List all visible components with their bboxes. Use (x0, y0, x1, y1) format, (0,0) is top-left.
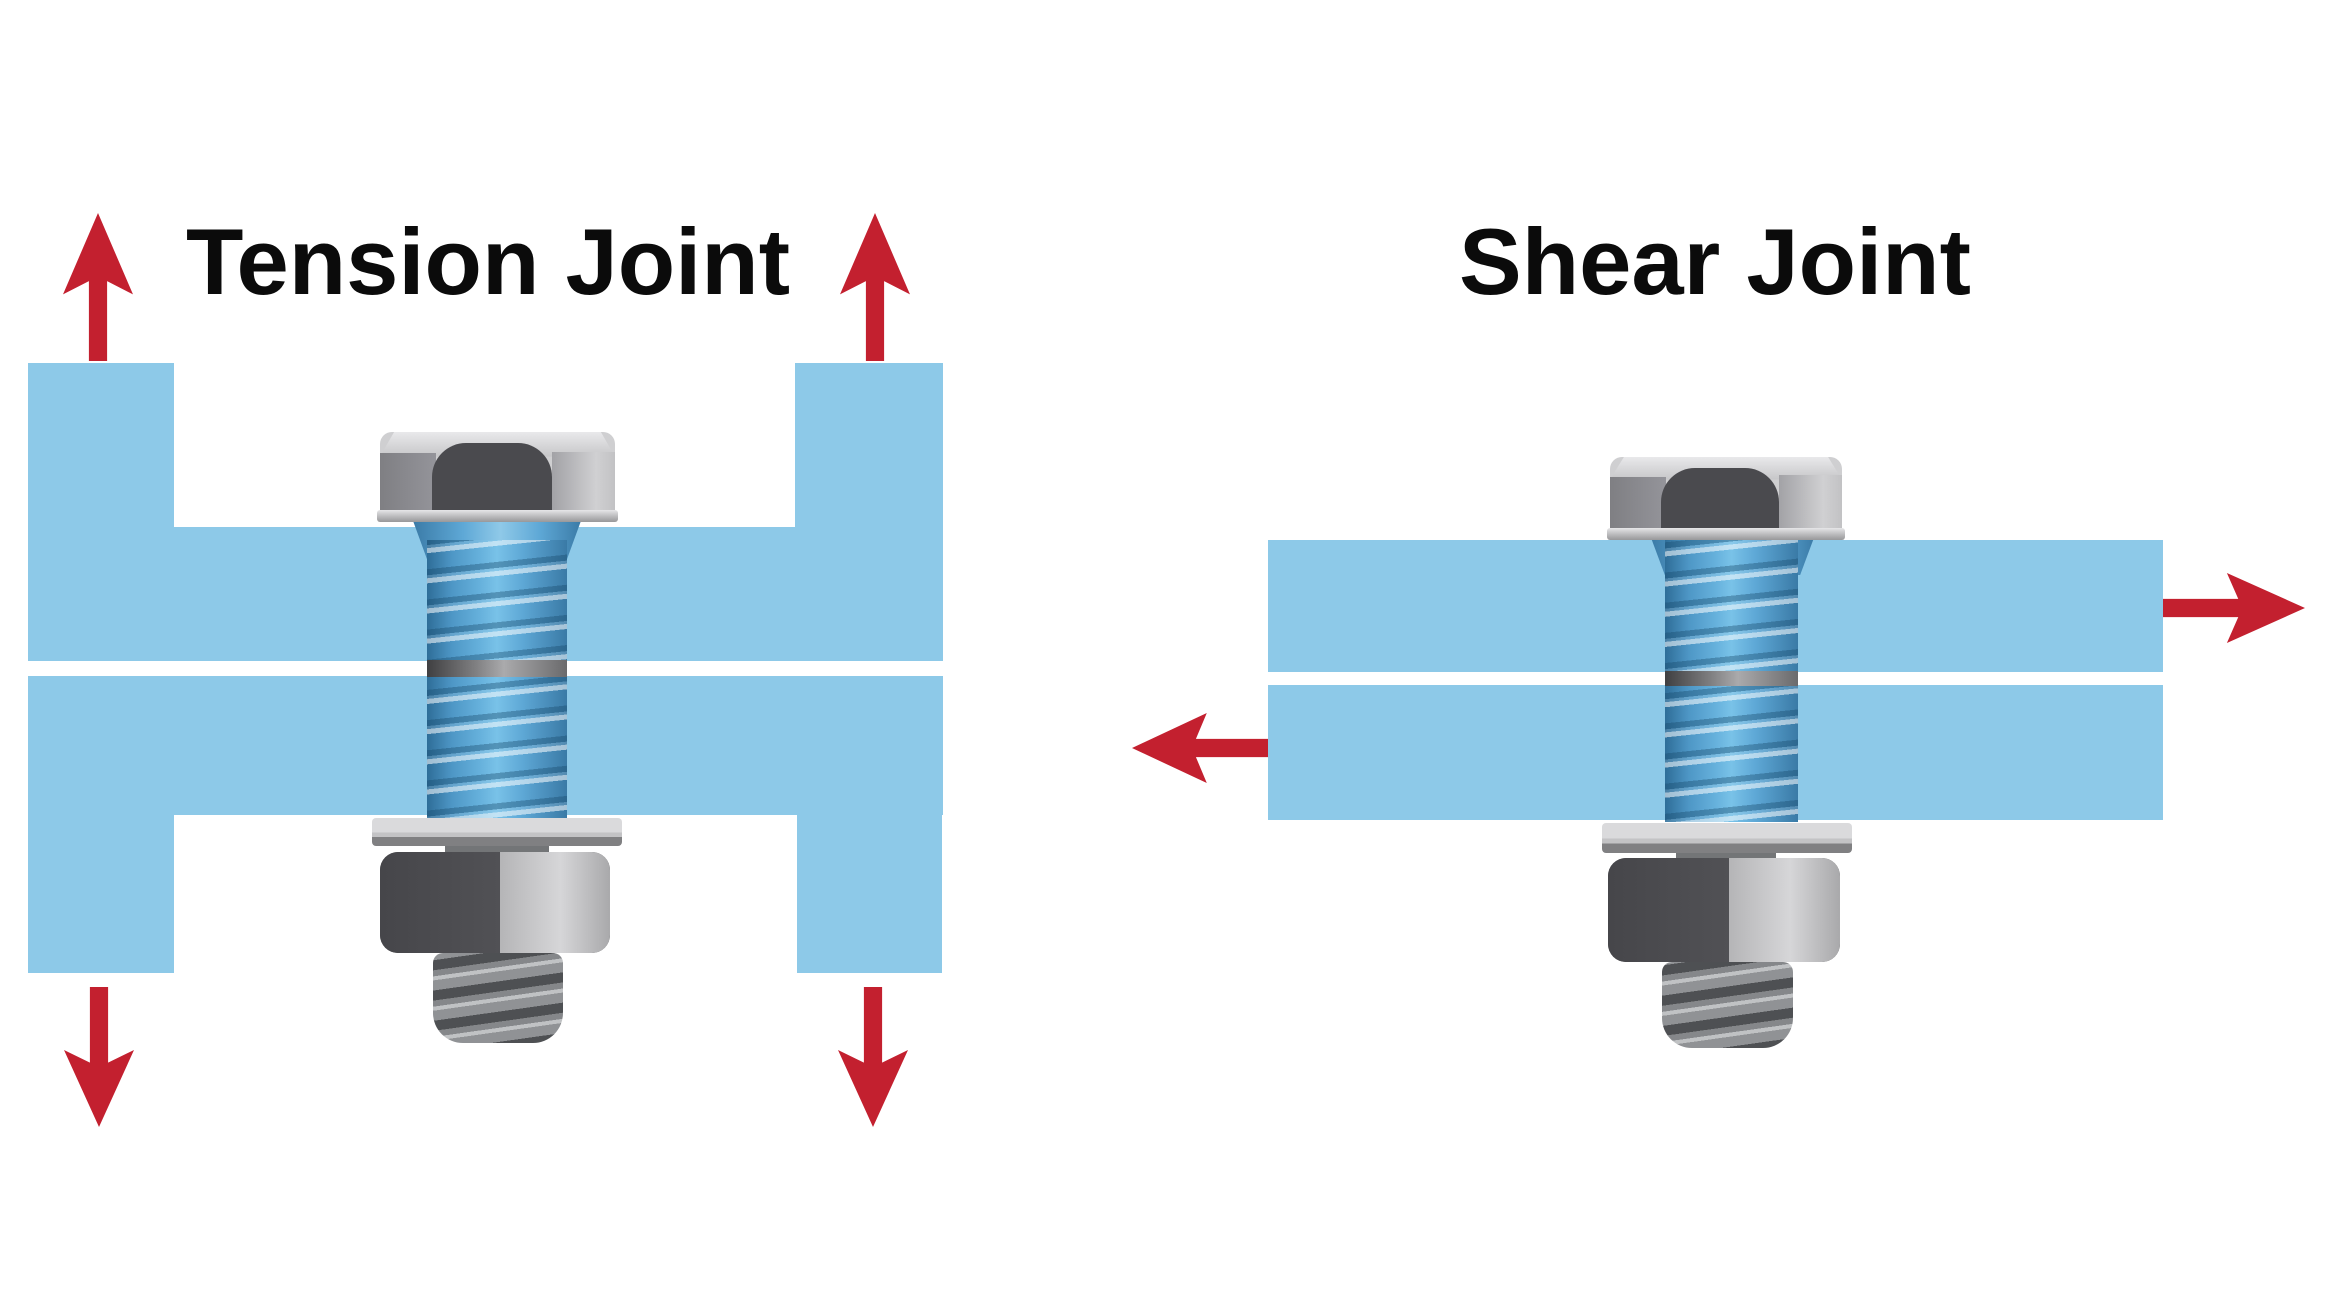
shear-right-arrow-icon (2163, 573, 2305, 643)
shear-bolt-head-front-facet (1661, 467, 1780, 532)
tension-bolt-head-left-facet (380, 453, 437, 514)
tension-up-arrow-right-icon (840, 213, 910, 361)
tension-lower-plate-tab-right (797, 815, 942, 973)
tension-nut-dark-facet (380, 852, 500, 953)
tension-down-arrow-left-icon (64, 987, 134, 1127)
tension-bolt-head-front-facet (431, 443, 552, 514)
tension-lower-plate-tab-left (28, 815, 174, 973)
shear-washer (1602, 823, 1852, 853)
tension-up-arrow-left-icon (63, 213, 133, 361)
shear-nut-light-facet (1728, 858, 1840, 962)
tension-bolt-thread-tip (433, 953, 563, 1043)
shear-nut (1608, 858, 1840, 962)
shear-bolt-thread-tip (1662, 962, 1793, 1048)
tension-nut-light-facet (499, 852, 610, 953)
tension-bolt-head-flange (377, 510, 618, 522)
tension-upper-plate-tab-left (28, 363, 174, 527)
shear-left-arrow-icon (1132, 713, 1268, 783)
tension-down-arrow-right-icon (838, 987, 908, 1127)
tension-upper-plate-tab-right (795, 363, 943, 527)
tension-bolt-head-right-facet (551, 451, 615, 514)
shear-bolt-head-flange (1607, 528, 1845, 540)
tension-bolt-head (380, 432, 615, 514)
shear-nut-dark-facet (1608, 858, 1729, 962)
shear-bolt-head-right-facet (1779, 475, 1842, 532)
tension-bolt-shank (427, 540, 567, 818)
tension-washer (372, 818, 622, 846)
tension-title: Tension Joint (186, 208, 791, 314)
tension-nut (380, 852, 610, 953)
shear-bolt-head-left-facet (1610, 476, 1666, 532)
tension-bolt-shank-gap-section (427, 660, 567, 677)
shear-title: Shear Joint (1459, 208, 1971, 314)
shear-bolt-head (1610, 457, 1842, 532)
shear-bolt-shank-gap-section (1665, 671, 1798, 686)
